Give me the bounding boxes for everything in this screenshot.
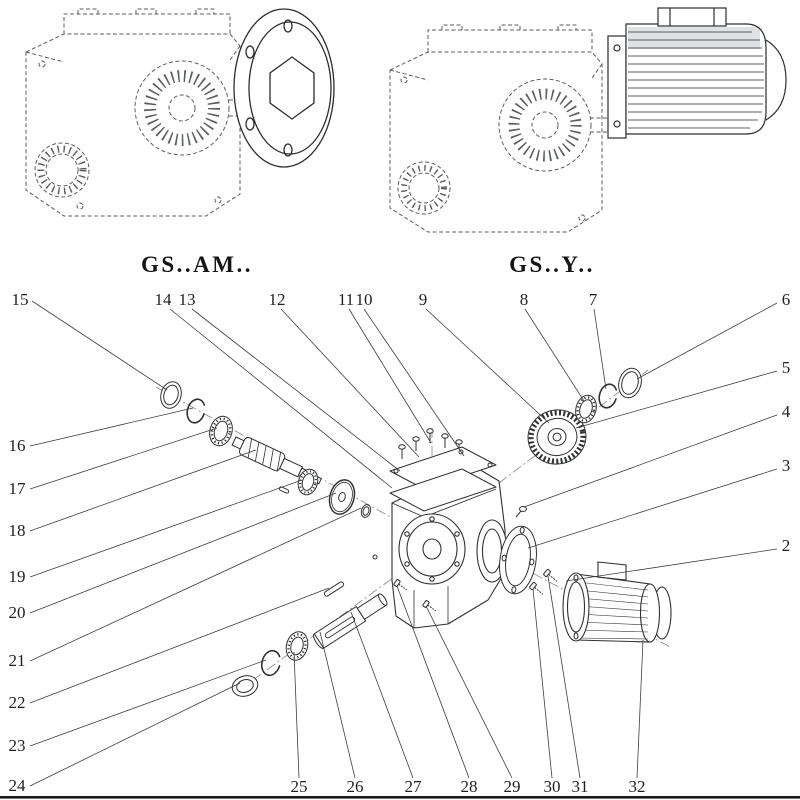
cover-bolt xyxy=(412,436,420,451)
callout-29: 29 xyxy=(504,777,521,796)
part-snapring-23 xyxy=(260,649,282,677)
callout-7: 7 xyxy=(589,290,598,309)
gsam-small-hatch xyxy=(37,145,87,195)
leader-lines xyxy=(29,300,778,787)
callout-15: 15 xyxy=(12,290,29,309)
callout-9: 9 xyxy=(419,290,428,309)
gsy-small-hatch xyxy=(401,165,447,211)
callout-27: 27 xyxy=(405,777,423,796)
part-output-shaft-27 xyxy=(313,593,388,649)
part-seal-15 xyxy=(160,381,182,409)
callout-19: 19 xyxy=(9,567,26,586)
part-worm-shaft-18 xyxy=(231,436,322,485)
callout-3: 3 xyxy=(782,456,791,475)
callout-23: 23 xyxy=(9,736,26,755)
callout-14: 14 xyxy=(155,290,173,309)
gsam-gearbox-outline xyxy=(25,8,262,217)
part-key-22 xyxy=(323,581,345,597)
callout-16: 16 xyxy=(9,436,26,455)
part-dowel xyxy=(372,554,378,560)
part-motor-32 xyxy=(562,561,672,643)
callout-4: 4 xyxy=(782,402,791,421)
cover-bolt xyxy=(441,433,449,448)
callout-32: 32 xyxy=(629,777,646,796)
gsy-motor-shade xyxy=(628,27,760,49)
gsam-flange xyxy=(233,8,335,168)
gsy-motor-fins xyxy=(628,31,764,129)
cover-bolt xyxy=(398,444,406,459)
gsy-bearing-hatch xyxy=(508,88,582,162)
callout-28: 28 xyxy=(461,777,478,796)
callout-11: 11 xyxy=(338,290,354,309)
part-bearing-17 xyxy=(209,415,233,447)
gsy-motor xyxy=(607,7,787,139)
variant-title-left: GS..AM.. xyxy=(141,252,253,277)
callout-8: 8 xyxy=(520,290,529,309)
bottom-border xyxy=(0,796,800,799)
part-snapring-7 xyxy=(598,383,618,409)
callout-26: 26 xyxy=(347,777,364,796)
callout-20: 20 xyxy=(9,603,26,622)
gsam-bearing-hatch xyxy=(144,70,220,146)
part-plug-4 xyxy=(515,506,527,518)
callout-18: 18 xyxy=(9,521,26,540)
callout-17: 17 xyxy=(9,479,27,498)
callout-30: 30 xyxy=(544,777,561,796)
callout-31: 31 xyxy=(572,777,589,796)
part-cover-assembly xyxy=(389,428,497,512)
cover-gasket xyxy=(389,468,497,512)
variant-title-right: GS..Y.. xyxy=(509,252,595,277)
cover-plate xyxy=(389,446,497,490)
part-gear-9 xyxy=(527,409,587,465)
callout-10: 10 xyxy=(356,290,373,309)
callout-13: 13 xyxy=(179,290,196,309)
part-bearing-25 xyxy=(285,631,309,661)
callout-2: 2 xyxy=(782,536,791,555)
part-oring-21 xyxy=(360,504,372,518)
part-seal-24 xyxy=(231,675,259,697)
callout-6: 6 xyxy=(782,290,791,309)
gsy-gearbox-outline xyxy=(389,24,610,233)
callout-5: 5 xyxy=(782,358,791,377)
callout-24: 24 xyxy=(9,776,27,795)
callout-21: 21 xyxy=(9,651,26,670)
part-screw-28 xyxy=(393,579,408,591)
part-bolt-31 xyxy=(543,568,558,582)
part-screw-29 xyxy=(422,600,437,612)
callout-12: 12 xyxy=(269,290,286,309)
part-flange-ring-3 xyxy=(499,525,537,595)
part-bearing-8 xyxy=(575,394,597,424)
part-bolt-30 xyxy=(529,581,544,595)
part-snapring-16 xyxy=(186,398,206,424)
part-bearing-19 xyxy=(297,468,319,496)
callout-25: 25 xyxy=(291,777,308,796)
callout-22: 22 xyxy=(9,693,26,712)
callout-labels: 15 14 13 12 11 10 9 8 7 6 5 4 3 2 16 17 … xyxy=(9,290,791,796)
part-ring-6 xyxy=(618,367,642,399)
